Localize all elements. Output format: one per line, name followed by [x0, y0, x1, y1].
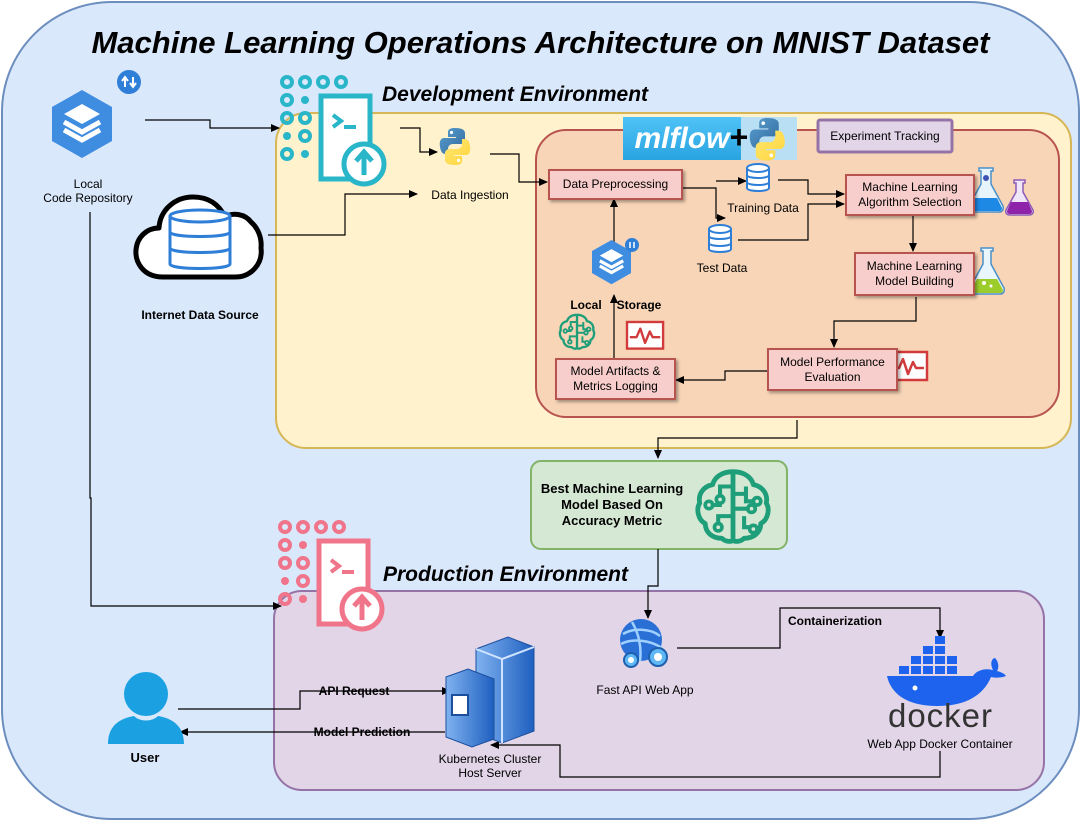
data-preprocessing-box: Data Preprocessing	[548, 169, 683, 200]
data-ingestion-label: Data Ingestion	[431, 188, 509, 202]
docker-container-label: Web App Docker Container	[867, 737, 1013, 751]
diagram-title: Machine Learning Operations Architecture…	[91, 25, 990, 60]
dev-environment-title: Development Environment	[382, 83, 649, 106]
artifacts-logging-box: Model Artifacts & Metrics Logging	[555, 358, 676, 400]
edge-test-to-algo	[738, 200, 845, 241]
flask-icon-green	[969, 247, 1005, 295]
edge-fastapi-to-docker	[677, 607, 944, 649]
repo-label-line1: Local	[73, 177, 103, 191]
model-evaluation-box: Model Performance Evaluation	[767, 348, 898, 391]
algorithm-selection-box: Machine Learning Algorithm Selection	[845, 174, 975, 216]
edge-training-to-algo	[778, 179, 845, 198]
database-icon-test	[708, 224, 732, 253]
fastapi-label: Fast API Web App	[596, 683, 694, 697]
repo-label-line2: Code Repository	[43, 191, 133, 205]
artifacts-logging-line2: Metrics Logging	[573, 379, 658, 393]
edge-build-to-eval	[830, 297, 917, 348]
connectors	[89, 119, 944, 778]
model-building-line2: Model Building	[875, 274, 954, 288]
storage-badge-icon	[625, 238, 639, 252]
best-model-line3: Accuracy Metric	[561, 513, 663, 528]
experiment-tracking-box	[816, 118, 954, 154]
algorithm-selection-line1: Machine Learning	[862, 180, 958, 194]
server-icon	[445, 636, 535, 748]
edge-best-to-fastapi	[644, 549, 659, 619]
sync-badge-icon	[117, 70, 141, 94]
edge-user-to-k8s	[178, 687, 451, 710]
edge-repo-to-prod	[89, 212, 282, 610]
mlflow-logo-bg	[623, 117, 741, 160]
database-icon-training	[746, 163, 770, 192]
edge-internet-to-ingestion	[268, 190, 418, 236]
model-building-line1: Machine Learning	[866, 259, 963, 273]
user-icon	[108, 672, 184, 744]
edge-docker-to-k8s	[490, 741, 941, 778]
best-model-label: Best Machine Learning Model Based On Acc…	[532, 481, 692, 529]
k8s-label-line1: Kubernetes Cluster	[438, 752, 542, 766]
mlflow-logo: mlflow	[634, 122, 730, 155]
test-data-label: Test Data	[696, 261, 748, 275]
flask-icon-purple	[1005, 179, 1034, 216]
edge-preprocessing-to-training	[683, 187, 726, 222]
best-model-line1: Best Machine Learning	[540, 481, 684, 496]
user-label: User	[130, 750, 160, 765]
training-data-label: Training Data	[727, 201, 799, 215]
internet-source-label: Internet Data Source	[141, 308, 259, 322]
local-storage-label-local: Local	[570, 298, 602, 312]
model-evaluation-line1: Model Performance	[780, 354, 885, 369]
prod-environment-title: Production Environment	[383, 563, 629, 586]
model-evaluation-line2: Evaluation	[804, 369, 861, 384]
edge-eval-to-artifacts	[675, 370, 767, 384]
model-prediction-label: Model Prediction	[313, 725, 411, 739]
mlflow-plus: +	[729, 119, 749, 155]
best-model-line2: Model Based On	[561, 497, 663, 512]
k8s-label-line2: Host Server	[458, 766, 522, 780]
cloud-database-icon	[133, 194, 264, 280]
edge-repo-to-dev	[145, 119, 280, 132]
edge-ingestion-to-preprocessing	[490, 153, 548, 186]
data-preprocessing-label: Data Preprocessing	[562, 177, 669, 191]
artifacts-logging-line1: Model Artifacts &	[570, 364, 661, 378]
algorithm-selection-line2: Algorithm Selection	[858, 195, 962, 209]
api-request-label: API Request	[318, 684, 390, 698]
containerization-label: Containerization	[787, 614, 882, 628]
edge-dev-to-python	[400, 127, 438, 156]
edge-dev-to-best	[654, 420, 798, 459]
local-storage-label-storage: Storage	[616, 298, 662, 312]
monitor-icon-small	[625, 320, 665, 350]
model-building-box: Machine Learning Model Building	[854, 252, 975, 296]
webapp-gear-icon	[620, 619, 668, 668]
flask-icon-blue	[968, 167, 1004, 213]
docker-logo-text: docker	[887, 697, 994, 734]
experiment-tracking-label: Experiment Tracking	[830, 129, 940, 143]
docker-icon	[887, 636, 1006, 706]
